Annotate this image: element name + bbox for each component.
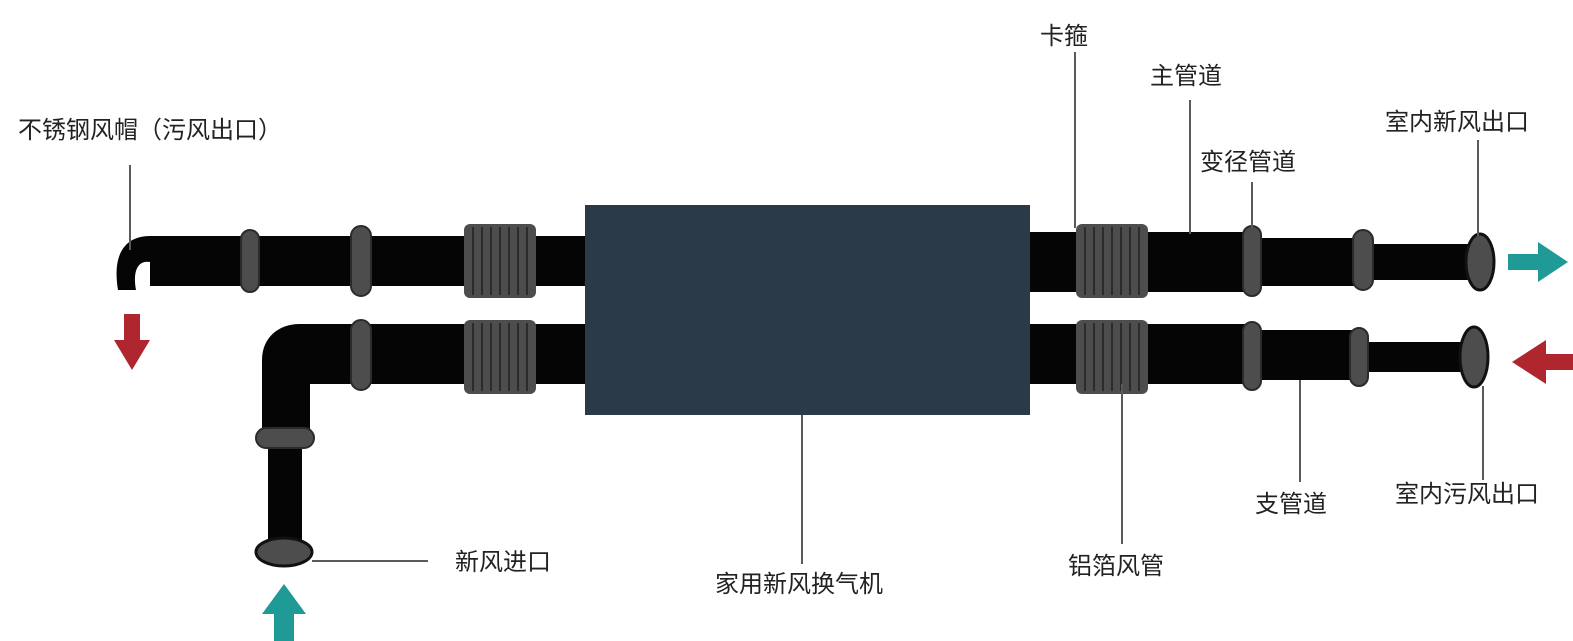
clamp [1242, 321, 1262, 391]
flow-arrows [114, 242, 1573, 641]
label-cap: 不锈钢风帽（污风出口） [18, 116, 282, 144]
clamp [350, 319, 372, 391]
clamp [1349, 327, 1369, 387]
clamp [1242, 225, 1262, 297]
label-foil-duct: 铝箔风管 [1068, 552, 1164, 580]
fresh-intake-arrow-up [262, 584, 306, 641]
leader-lines [129, 52, 1484, 564]
label-indoor-dirty-outlet: 室内污风出口 [1395, 480, 1539, 508]
clamp [240, 229, 260, 293]
indoor-dirty-arrow-left [1512, 340, 1573, 384]
clamps [240, 225, 1374, 449]
label-indoor-fresh-outlet: 室内新风出口 [1385, 108, 1529, 136]
label-unit: 家用新风换气机 [715, 570, 883, 598]
outlet-caps [254, 232, 1496, 568]
fresh-inlet-cap [254, 536, 314, 568]
indoor-dirty-outlet-cap [1458, 325, 1490, 389]
clamp [255, 427, 315, 449]
foil-ducts [464, 224, 1148, 394]
label-clamp: 卡箍 [1040, 22, 1088, 50]
indoor-fresh-arrow-right [1508, 242, 1568, 282]
exhaust-arrow-down [114, 314, 150, 370]
ventilation-unit-box [585, 205, 1030, 415]
clamp [350, 225, 372, 297]
indoor-fresh-outlet-cap [1464, 232, 1496, 292]
label-fresh-inlet: 新风进口 [455, 548, 551, 576]
labels: 不锈钢风帽（污风出口） 卡箍 主管道 变径管道 室内新风出口 室内污风出口 支管… [18, 22, 1539, 598]
lower-left-pipe [262, 324, 590, 546]
label-branch-duct: 支管道 [1255, 490, 1327, 518]
clamp [1352, 229, 1374, 291]
label-reducer: 变径管道 [1200, 148, 1296, 176]
label-main-duct: 主管道 [1150, 62, 1222, 90]
